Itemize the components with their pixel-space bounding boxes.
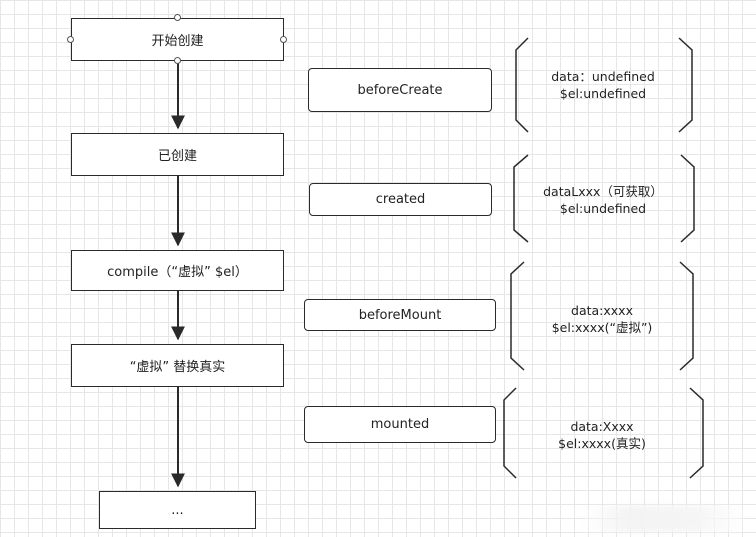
note-line: $el:xxxx(真实) — [558, 436, 646, 451]
hook-note-created: dataLxxx（可获取） $el:undefined — [530, 183, 676, 217]
flow-step-label: compile（“虚拟” $el） — [107, 265, 248, 280]
hook-label: beforeCreate — [357, 82, 443, 98]
flow-step-compile[interactable]: compile（“虚拟” $el） — [71, 250, 284, 291]
hook-note-mounted: data:Xxxx $el:xxxx(真实) — [528, 418, 676, 452]
hook-label: beforeMount — [358, 307, 442, 323]
note-line: dataLxxx（可获取） — [543, 184, 663, 199]
brace-right-3 — [679, 261, 694, 371]
flow-step-label: 已创建 — [157, 149, 197, 164]
hook-label: mounted — [370, 417, 430, 432]
flow-step-label: 开始创建 — [151, 34, 204, 49]
hook-before-mount[interactable]: beforeMount — [304, 299, 496, 331]
selection-handle-top[interactable] — [174, 14, 181, 21]
note-line: $el:undefined — [559, 86, 647, 101]
flow-step-created[interactable]: 已创建 — [71, 133, 284, 176]
flow-step-more[interactable]: ... — [99, 491, 256, 529]
blurred-watermark — [583, 506, 743, 532]
brace-right-4 — [689, 387, 704, 479]
hook-note-before-mount: data:xxxx $el:xxxx(“虚拟”) — [528, 302, 676, 336]
note-line: $el:xxxx(“虚拟”) — [551, 320, 653, 335]
flow-step-replace[interactable]: “虚拟” 替换真实 — [71, 344, 284, 387]
brace-left-3 — [510, 261, 525, 371]
flow-step-label: “虚拟” 替换真实 — [129, 360, 226, 375]
hook-created[interactable]: created — [309, 183, 492, 216]
brace-right-1 — [678, 37, 693, 133]
selection-handle-right[interactable] — [280, 36, 287, 43]
brace-left-2 — [513, 154, 529, 243]
note-line: data:Xxxx — [570, 419, 634, 434]
brace-left-1 — [515, 37, 529, 133]
note-line: $el:undefined — [559, 201, 647, 216]
note-line: data:xxxx — [571, 303, 633, 318]
selection-handle-left[interactable] — [67, 36, 74, 43]
hook-before-create[interactable]: beforeCreate — [308, 68, 492, 112]
brace-right-2 — [680, 154, 695, 243]
hook-note-before-create: data：undefined $el:undefined — [530, 68, 676, 102]
brace-left-4 — [503, 387, 517, 479]
flow-step-label: ... — [171, 502, 184, 518]
selection-handle-bottom[interactable] — [174, 57, 181, 64]
hook-label: created — [375, 192, 426, 207]
flow-step-start[interactable]: 开始创建 — [71, 18, 284, 61]
hook-mounted[interactable]: mounted — [304, 406, 496, 443]
note-line: data：undefined — [551, 69, 655, 84]
